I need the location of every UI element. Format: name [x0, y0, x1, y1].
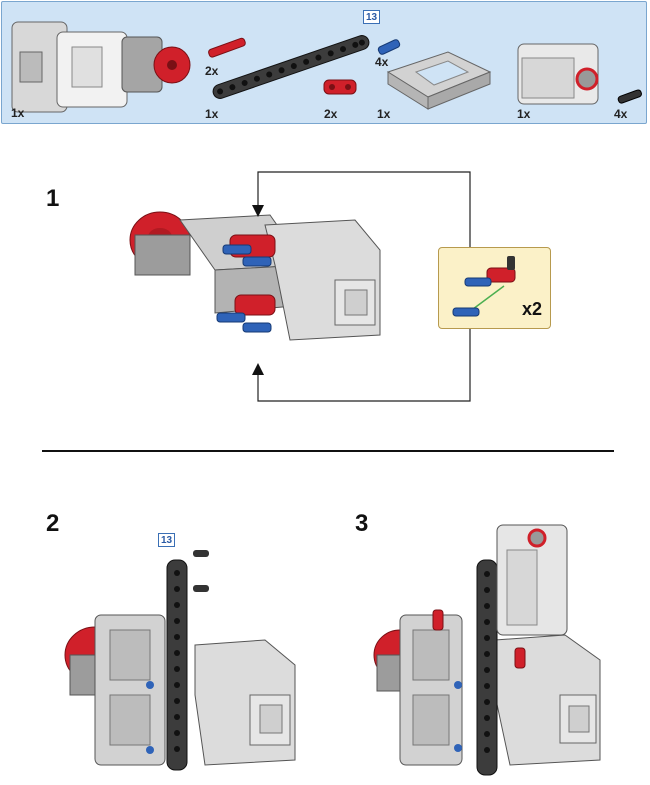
qty-red-connector: 2x	[324, 107, 338, 121]
red-axle-pin-part	[208, 37, 246, 58]
parts-list-panel: 1x 2x 13 1x 4x 2x	[1, 1, 647, 124]
beam-length-badge: 13	[363, 10, 380, 24]
step-2-number: 2	[46, 510, 60, 537]
section-divider	[42, 450, 614, 452]
step-2-assembly	[64, 550, 296, 771]
step-3-assembly	[373, 524, 601, 776]
large-motor-part	[11, 21, 191, 113]
qty-blue-pin: 4x	[375, 55, 389, 69]
qty-large-motor: 1x	[11, 106, 25, 120]
color-sensor-part	[517, 43, 599, 105]
qty-beam: 1x	[205, 107, 219, 121]
qty-frame: 1x	[377, 107, 391, 121]
frame-part	[386, 51, 492, 110]
qty-black-pin: 4x	[614, 107, 628, 121]
beam-13-part	[212, 35, 370, 99]
step-1-assembly	[129, 211, 381, 341]
blue-pin-part	[377, 39, 401, 55]
qty-red-pin: 2x	[205, 64, 219, 78]
callout-subassembly-image	[452, 256, 516, 317]
black-axle-pin-part	[617, 89, 642, 104]
step-1-number: 1	[46, 185, 60, 212]
red-connector-part	[323, 79, 357, 95]
subassembly-callout: x2	[438, 247, 551, 329]
callout-multiplier: x2	[521, 299, 542, 319]
step-3-number: 3	[355, 510, 369, 537]
qty-color-sensor: 1x	[517, 107, 531, 121]
step-2-length-badge: 13	[158, 533, 175, 547]
